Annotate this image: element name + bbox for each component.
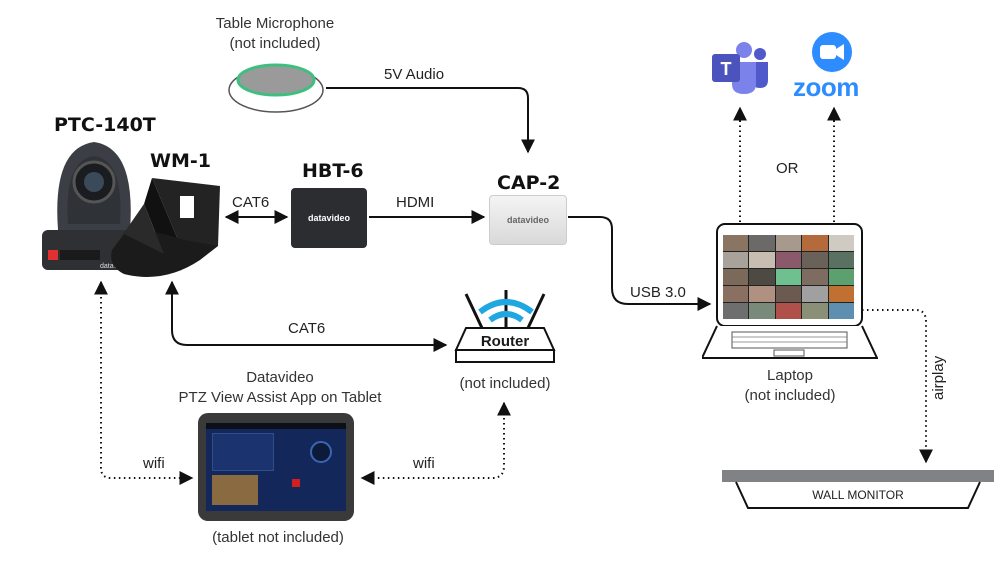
label-5v-audio: 5V Audio bbox=[384, 66, 445, 83]
tablet-title-line1: Datavideo bbox=[246, 369, 314, 386]
tablet-device bbox=[198, 413, 354, 521]
laptop-note: (not included) bbox=[744, 387, 836, 404]
laptop-screen-video-grid bbox=[723, 235, 854, 319]
zoom-wordmark: zoom bbox=[793, 72, 859, 102]
label-or: OR bbox=[776, 160, 799, 177]
cap2-brand: datavideo bbox=[506, 215, 549, 225]
cap2-device: datavideo bbox=[489, 195, 567, 245]
label-wifi-camera: wifi bbox=[143, 455, 165, 472]
microsoft-teams-icon: T bbox=[712, 42, 768, 94]
router-icon bbox=[454, 290, 556, 363]
svg-text:T: T bbox=[721, 59, 732, 79]
tablet-title: Datavideo PTZ View Assist App on Tablet bbox=[150, 368, 410, 408]
label-airplay: airplay bbox=[930, 355, 947, 400]
hbt6-label: HBT-6 bbox=[302, 160, 364, 182]
zoom-camera-icon bbox=[812, 32, 852, 72]
label-usb: USB 3.0 bbox=[630, 284, 686, 301]
line-mic-to-cap bbox=[326, 87, 535, 154]
microphone-label: Table Microphone (not included) bbox=[190, 14, 360, 54]
hbt6-brand: datavideo bbox=[307, 213, 350, 223]
wall-mount-icon bbox=[111, 178, 220, 277]
hbt6-device: datavideo bbox=[291, 188, 367, 248]
tablet-note: (tablet not included) bbox=[212, 529, 344, 546]
laptop-title: Laptop bbox=[767, 367, 813, 384]
microphone-icon bbox=[228, 63, 324, 113]
label-cat6-mount-router: CAT6 bbox=[288, 320, 326, 337]
camera-label: PTC-140T bbox=[54, 114, 156, 136]
microphone-title: Table Microphone bbox=[215, 15, 335, 32]
wall-monitor-icon bbox=[722, 470, 994, 509]
wall-monitor-label: WALL MONITOR bbox=[812, 488, 904, 502]
label-hdmi: HDMI bbox=[396, 194, 435, 211]
mount-label: WM-1 bbox=[150, 150, 211, 172]
cap2-label: CAP-2 bbox=[497, 172, 561, 194]
tablet-app-screen bbox=[206, 423, 346, 511]
router-label: Router bbox=[480, 333, 530, 350]
microphone-note: (not included) bbox=[229, 35, 321, 52]
tablet-title-line2: PTZ View Assist App on Tablet bbox=[178, 389, 382, 406]
laptop-label: Laptop (not included) bbox=[720, 366, 860, 406]
router-note: (not included) bbox=[459, 375, 551, 392]
label-wifi-router: wifi bbox=[413, 455, 435, 472]
label-cat6-mount-hbt: CAT6 bbox=[232, 194, 270, 211]
